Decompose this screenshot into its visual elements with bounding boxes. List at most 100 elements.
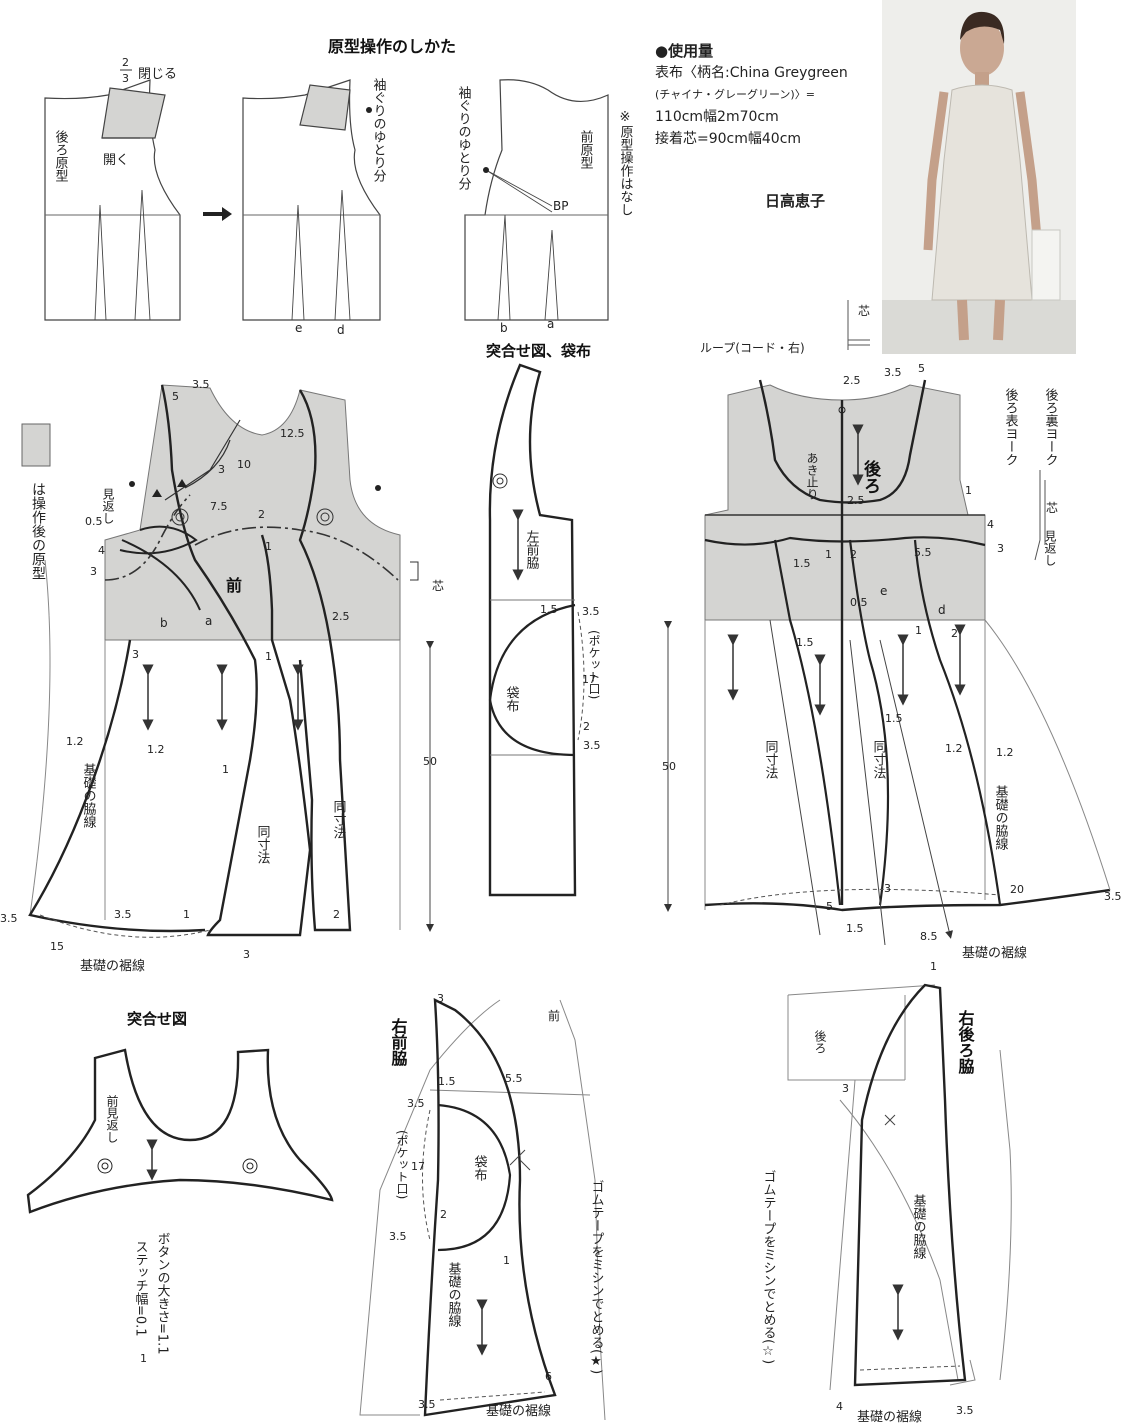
front-facing-label: 見返し	[101, 488, 115, 524]
front-dim-3c: 3	[132, 648, 139, 661]
back-label: 後ろ	[860, 459, 881, 494]
point-e: e	[295, 321, 302, 335]
back-dim-5-5: 5.5	[914, 546, 932, 559]
materials-block: ●使用量 表布〈柄名:China Greygreen (チャイナ・グレーグリーン…	[655, 40, 848, 150]
back-interfacing-top: 芯	[858, 304, 870, 318]
back-block-original	[44, 79, 181, 321]
front-dim-3d: 3	[243, 948, 250, 961]
back-dim-5a: 5	[918, 362, 925, 375]
back-block-label: 後ろ原型	[53, 130, 69, 182]
front-base-side-label: 基礎の脇線	[81, 763, 97, 828]
right-front-bag-cloth: 袋布	[472, 1155, 488, 1182]
point-d: d	[337, 323, 345, 337]
rfs-dim-3-5a: 3.5	[407, 1097, 425, 1110]
rfs-dim-17: 17	[411, 1160, 425, 1173]
close-fraction-bottom: 3	[122, 72, 129, 85]
back-dim-1-5a: 1.5	[793, 557, 811, 570]
back-same-size-2: 同寸法	[871, 740, 887, 779]
back-dim-1-2a: 1.2	[945, 742, 963, 755]
back-dim-8-5: 8.5	[920, 930, 938, 943]
open-label: 開く	[103, 153, 129, 168]
right-back-elastic-note: ゴムテープをミシンでとめる(☆)	[761, 1170, 776, 1364]
title-assembly: 突合せ図	[127, 1010, 187, 1028]
front-facing-assembly-label: 前見返し	[105, 1094, 119, 1143]
back-dim-1-5b: 1.5	[796, 636, 814, 649]
close-label: 閉じる	[138, 67, 177, 82]
front-base-hem-label: 基礎の裾線	[80, 958, 145, 974]
right-front-elastic-note: ゴムテープをミシンでとめる(★)	[589, 1180, 604, 1374]
right-back-side-piece	[787, 983, 1012, 1391]
front-dim-3-5c: 3.5	[114, 908, 132, 921]
arrow-right-icon	[203, 207, 232, 221]
author-name: 日高恵子	[765, 192, 826, 210]
right-front-side-front: 前	[548, 1008, 560, 1023]
armhole-ease-label-1: 袖ぐりのゆとり分	[371, 78, 387, 183]
back-block-after	[242, 79, 381, 321]
right-front-base-hem: 基礎の裾線	[486, 1403, 551, 1419]
rfs-dim-6: 6	[545, 1370, 552, 1383]
back-dim-50: 50	[662, 760, 676, 773]
back-dim-1c: 1	[915, 624, 922, 637]
front-dim-50: 50	[423, 755, 437, 768]
back-base-hem-label: 基礎の裾線	[962, 945, 1027, 961]
back-dim-1b: 1	[965, 484, 972, 497]
back-dim-1a: 1	[825, 548, 832, 561]
point-b: b	[500, 321, 508, 335]
right-back-base-side: 基礎の脇線	[911, 1194, 927, 1259]
front-dim-5: 5	[172, 390, 179, 403]
front-same-size-2: 同寸法	[331, 800, 347, 839]
back-interfacing-side: 芯	[1046, 501, 1058, 515]
back-dim-3-5b: 3.5	[1104, 890, 1122, 903]
bag-dim-3-5b: 3.5	[583, 739, 601, 752]
back-inner-yoke-label: 後ろ裏ヨーク	[1043, 388, 1059, 466]
front-dim-3b: 3	[90, 565, 97, 578]
front-dim-0-5: 0.5	[85, 515, 103, 528]
stitch-width-unit: 1	[140, 1352, 147, 1365]
rbs-dim-4: 4	[836, 1400, 843, 1413]
stitch-width-note: ステッチ幅=0.1	[133, 1240, 149, 1337]
back-pattern	[664, 300, 1111, 946]
front-point-b: b	[160, 616, 168, 630]
back-dim-3a: 3	[997, 542, 1004, 555]
back-dim-20: 20	[1010, 883, 1024, 896]
front-dim-1d: 1	[183, 908, 190, 921]
title-assembly-bag: 突合せ図、袋布	[486, 342, 591, 360]
materials-interfacing: 接着芯=90cm幅40cm	[655, 131, 802, 147]
front-dim-3-5a: 3.5	[192, 378, 210, 391]
ease-dot-2	[483, 167, 489, 173]
loop-label: ループ(コード・右)	[700, 340, 805, 355]
left-front-side-piece	[488, 363, 585, 897]
front-dim-4: 4	[98, 544, 105, 557]
back-dim-2-5b: 2.5	[847, 494, 865, 507]
front-dim-2a: 2	[258, 508, 265, 521]
front-dim-2b: 2	[333, 908, 340, 921]
legend-text: は操作後の原型	[30, 482, 46, 580]
bag-dim-3-5a: 3.5	[582, 605, 600, 618]
back-dim-2b: 2	[951, 627, 958, 640]
front-dim-15: 15	[50, 940, 64, 953]
title-manipulation: 原型操作のしかた	[328, 37, 456, 56]
back-dim-0-5: 0.5	[850, 596, 868, 609]
right-front-side-label: 右前脇	[389, 1017, 408, 1067]
back-dim-2a: 2	[850, 548, 857, 561]
front-dim-12-5: 12.5	[280, 427, 305, 440]
front-pattern	[28, 384, 434, 938]
bag-cloth-label: 袋布	[504, 686, 520, 713]
right-front-side-piece	[359, 997, 606, 1421]
rbs-dim-1: 1	[930, 960, 937, 973]
materials-fabric: 表布〈柄名:China Greygreen	[655, 65, 848, 81]
front-block	[464, 79, 609, 321]
rbs-dim-3: 3	[842, 1082, 849, 1095]
legend-swatch	[21, 423, 51, 467]
no-change-note: ※原型操作はなし	[618, 110, 634, 216]
materials-heading: ●使用量	[655, 42, 714, 60]
materials-fabric-kana: (チャイナ・グレーグリーン)〉=	[655, 88, 815, 101]
pocket-mouth-label: (ポケット口)	[587, 630, 601, 699]
front-dim-7-5: 7.5	[210, 500, 228, 513]
front-dim-1a: 1	[265, 540, 272, 553]
back-facing-label: 見返し	[1043, 530, 1057, 566]
front-dim-1-2a: 1.2	[66, 735, 84, 748]
opening-stop-label: あき止り	[805, 452, 819, 500]
right-back-base-hem: 基礎の裾線	[857, 1409, 922, 1425]
front-dim-2-5: 2.5	[332, 610, 350, 623]
